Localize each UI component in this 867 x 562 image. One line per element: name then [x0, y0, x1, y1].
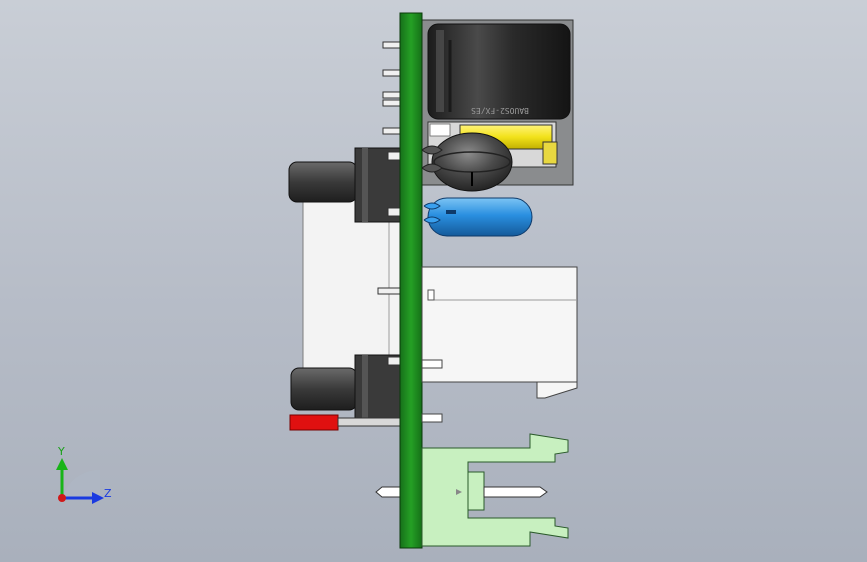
- pcb-board[interactable]: [399, 12, 423, 549]
- bottom-jack[interactable]: [290, 354, 402, 426]
- coordinate-triad: Y Z: [56, 445, 112, 504]
- electrolytic-capacitor[interactable]: BAUOS2-FX/ES: [427, 23, 571, 120]
- white-connector[interactable]: [421, 266, 578, 423]
- toroid-inductor[interactable]: [421, 132, 513, 192]
- pin-header[interactable]: [421, 433, 569, 547]
- red-component[interactable]: [289, 414, 401, 431]
- top-pins: [382, 41, 402, 135]
- z-axis-label: Z: [104, 487, 112, 500]
- top-jack[interactable]: [288, 147, 402, 223]
- header-rear-pin: [375, 287, 403, 498]
- y-axis-label: Y: [57, 445, 65, 458]
- capacitor-marking: BAUOS2-FX/ES: [471, 106, 529, 115]
- blue-capacitor[interactable]: [423, 197, 533, 237]
- rear-connector-body: [302, 199, 402, 371]
